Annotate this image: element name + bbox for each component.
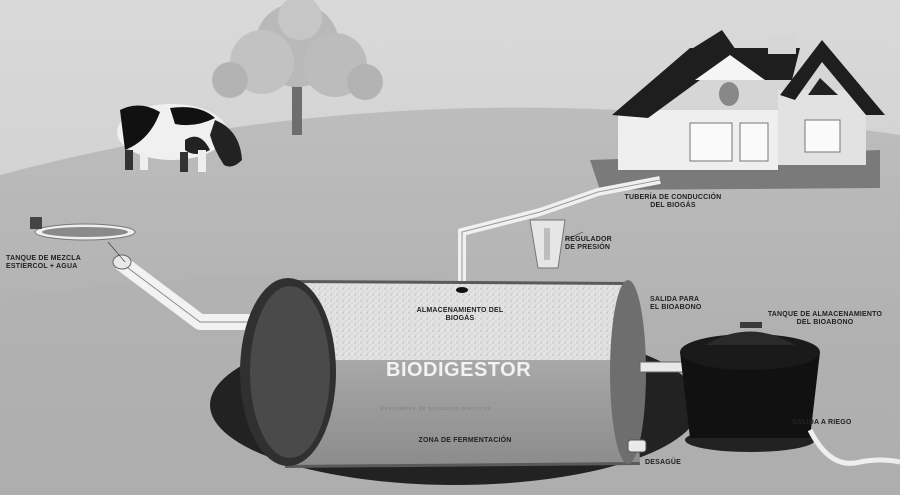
biofertilizer-tank (680, 322, 820, 452)
label-fermentation-zone: ZONA DE FERMENTACIÓN (418, 437, 512, 444)
cow-illustration (117, 104, 242, 172)
biodigester-caption: Renovables de productos prácticos (380, 406, 492, 412)
digester-tank (240, 278, 646, 468)
label-biofertilizer-tank: TANQUE DE ALMACENAMIENTO DEL BIOABONO (767, 311, 883, 326)
mix-tank-illustration (30, 217, 136, 241)
label-pressure-regulator: REGULADOR DE PRESIÓN (565, 236, 612, 251)
biodigester-title: BIODIGESTOR (386, 359, 532, 381)
label-drain: DESAGÜE (645, 459, 682, 466)
pressure-regulator (529, 219, 566, 269)
drain-valve (627, 439, 647, 453)
irrigation-hose (807, 428, 900, 466)
tree-illustration (212, 0, 383, 135)
label-biofertilizer-outlet: SALIDA PARA EL BIOABONO (650, 296, 702, 311)
label-biogas-storage: ALMACENAMIENTO DEL BIOGÁS (416, 307, 504, 322)
label-gas-pipe: TUBERÍA DE CONDUCCIÓN DEL BIOGÁS (624, 194, 722, 209)
house-illustration (590, 30, 885, 190)
label-mix-tank: TANQUE DE MEZCLA ESTIERCOL + AGUA (6, 255, 82, 270)
label-irrigation-outlet: SALIDA A RIEGO (792, 419, 852, 426)
